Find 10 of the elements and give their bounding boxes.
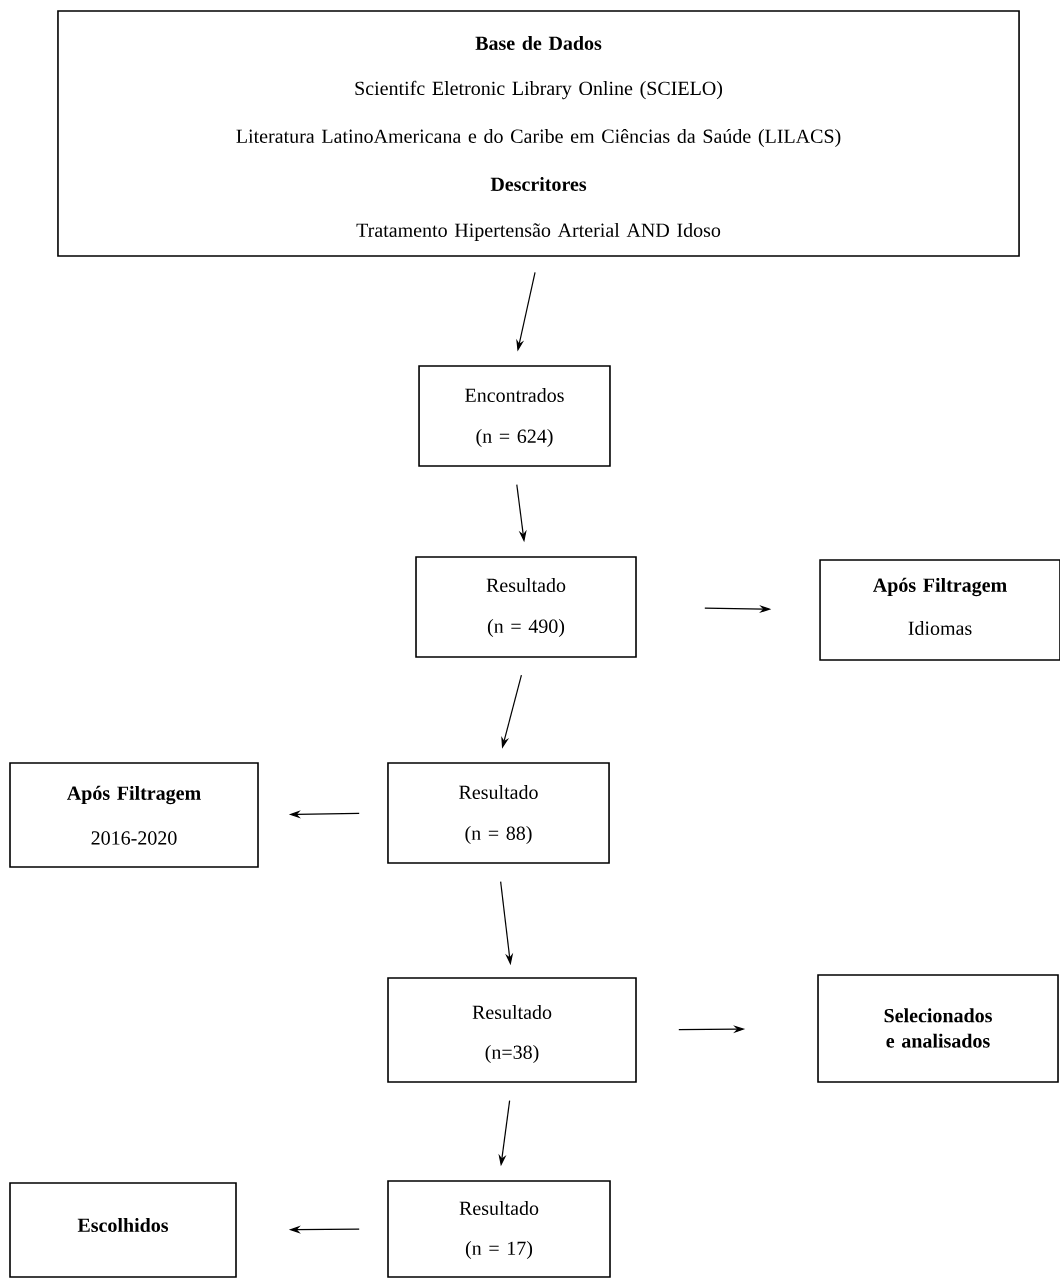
process-box: Resultado (n = 17): [387, 1180, 611, 1278]
process-box: Resultado (n = 490): [415, 556, 637, 658]
process-box: Resultado (n = 88): [387, 762, 610, 864]
process-box: Resultado (n=38): [387, 977, 637, 1083]
heading-box: Base de Dados Scientifc Eletronic Library Online (SCIELO) Literatura LatinoAmericana e do Caribe em Ciências da Saúde (LILACS) Descritores Tratamento Hipertensão Arterial AND Idoso: [57, 10, 1020, 257]
process-box: Escolhidos: [9, 1182, 237, 1278]
process-box: Após Filtragem Idiomas: [819, 559, 1060, 661]
process-box: Selecionados e analisados: [817, 974, 1059, 1083]
process-box: Encontrados (n = 624): [418, 365, 611, 467]
process-box: Após Filtragem 2016-2020: [9, 762, 259, 868]
